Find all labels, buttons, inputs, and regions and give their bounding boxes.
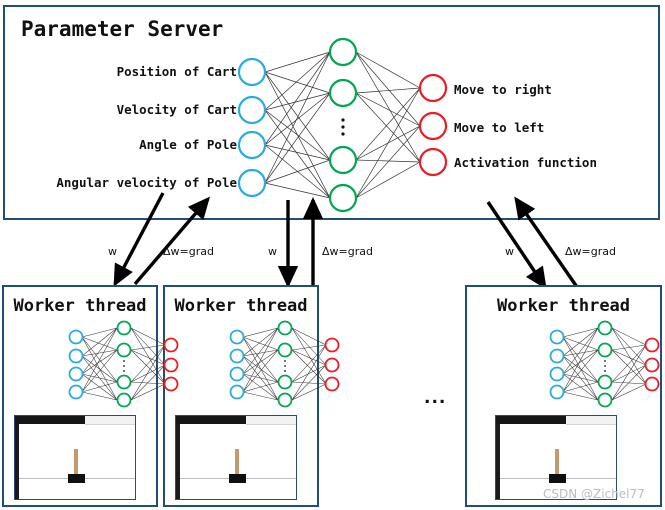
output-label-move-to-left: Move to left — [454, 120, 545, 135]
sim-left-strip — [15, 424, 19, 499]
worker-title-2: Worker thread — [174, 296, 308, 316]
worker-title-3: Worker thread — [496, 296, 631, 316]
worker-repeat-ellipsis: ... — [424, 388, 447, 408]
sim-left-strip — [496, 424, 500, 499]
mini-output-node — [324, 376, 340, 392]
arrow-label-w-right: w — [505, 245, 514, 258]
worker-title-1: Worker thread — [13, 296, 147, 316]
sim-titlebar — [176, 416, 246, 424]
input-label-angular-velocity-of-pole: Angular velocity of Pole — [56, 175, 237, 190]
arrow-label-w-middle: w — [268, 245, 277, 258]
mini-output-node — [324, 337, 340, 353]
sim-titlebar — [15, 416, 85, 424]
output-label-move-to-right: Move to right — [454, 82, 552, 97]
input-label-velocity-of-cart: Velocity of Cart — [116, 102, 237, 117]
input-label-group: Position of Cart Velocity of Cart Angle … — [0, 0, 237, 215]
worker-thread-box-3: Worker thread — [465, 285, 662, 507]
sim-titlebar-right — [565, 416, 616, 425]
sim-left-strip — [176, 424, 180, 499]
arrow-label-w-left: w — [108, 245, 117, 258]
arrow-label-grad-right: Δw=grad — [565, 245, 616, 258]
sim-cart — [68, 474, 85, 483]
worker-thread-box-2: Worker thread — [163, 285, 319, 507]
watermark: CSDN @Zichel77 — [543, 487, 645, 501]
sim-cart — [229, 474, 246, 483]
sim-titlebar-right — [84, 416, 135, 425]
input-label-angle-of-pole: Angle of Pole — [139, 137, 237, 152]
sim-pole — [235, 449, 239, 476]
input-label-position-of-cart: Position of Cart — [116, 64, 237, 79]
arrow-label-grad-left: Δw=grad — [163, 245, 214, 258]
sim-titlebar — [496, 416, 566, 424]
sim-titlebar-right — [245, 416, 296, 425]
sim-pole — [74, 449, 78, 476]
worker-thread-box-1: Worker thread — [2, 285, 158, 507]
cartpole-window-2 — [175, 415, 297, 500]
arrow-label-grad-middle: Δw=grad — [322, 245, 373, 258]
page-title: Parameter Server — [21, 17, 224, 41]
output-label-activation-function: Activation function — [454, 155, 597, 170]
sim-pole — [555, 449, 559, 476]
mini-output-node — [324, 357, 340, 373]
sim-cart — [549, 474, 566, 483]
cartpole-window-3 — [495, 415, 617, 500]
cartpole-window-1 — [14, 415, 136, 500]
output-label-group: Move to right Move to left Activation fu… — [454, 0, 659, 215]
